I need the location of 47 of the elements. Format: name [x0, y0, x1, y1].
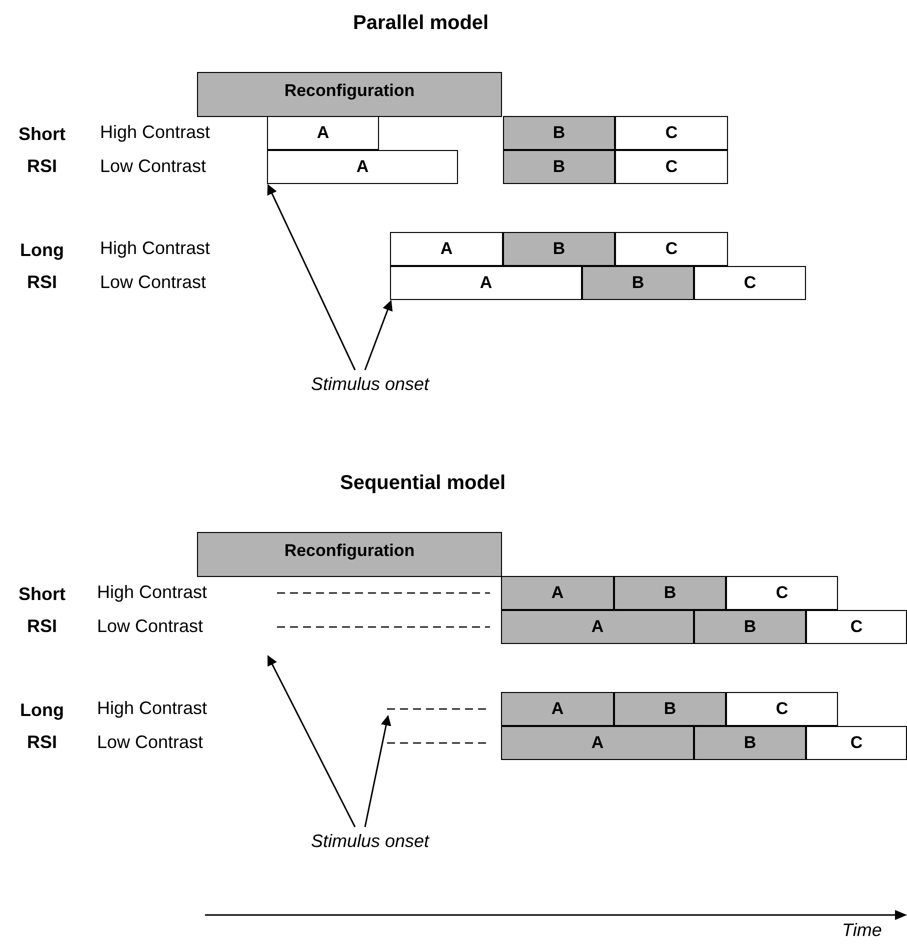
section-heading: Sequential model — [340, 472, 506, 495]
stage-bar: C — [726, 692, 838, 726]
stage-bar: A — [501, 726, 694, 760]
stage-bar: C — [615, 232, 728, 266]
stage-bar: C — [615, 150, 728, 184]
stage-bar: B — [694, 726, 806, 760]
leader-arrow — [364, 714, 392, 828]
row-group-label: Long RSI — [19, 699, 65, 754]
row-label: High Contrast — [97, 582, 208, 603]
annotation-text: Stimulus onset — [300, 370, 440, 398]
axis-label: Time — [842, 920, 882, 941]
stage-bar: C — [615, 116, 728, 150]
row-group-label: Long RSI — [19, 239, 65, 294]
stage-bar: C — [806, 726, 907, 760]
section-heading: Parallel model — [353, 12, 489, 35]
stage-bar: A — [390, 266, 582, 300]
stage-bar: A — [501, 576, 614, 610]
row-group-label: Short RSI — [18, 583, 66, 638]
row-label: High Contrast — [97, 698, 208, 719]
leader-arrow — [267, 184, 356, 370]
leader-arrow — [364, 300, 393, 370]
stage-bar: B — [614, 692, 726, 726]
phase-bar: Reconfiguration — [197, 532, 502, 577]
stage-bar: A — [501, 692, 614, 726]
stage-bar: B — [503, 116, 615, 150]
stage-bar: A — [267, 150, 458, 184]
stage-bar: B — [614, 576, 726, 610]
row-label: High Contrast — [100, 238, 210, 259]
stage-bar: A — [390, 232, 503, 266]
row-label: High Contrast — [100, 122, 210, 143]
stage-bar: B — [694, 610, 806, 644]
row-group-label: Short RSI — [18, 123, 66, 178]
annotation-text: Stimulus onset — [300, 827, 440, 855]
stage-bar: B — [503, 150, 615, 184]
phase-bar: Reconfiguration — [197, 72, 502, 117]
row-label: Low Contrast — [100, 156, 206, 177]
row-label: Low Contrast — [97, 616, 204, 637]
stage-bar: B — [503, 232, 615, 266]
stage-bar: C — [726, 576, 838, 610]
leader-arrow — [267, 655, 356, 828]
stage-bar: A — [501, 610, 694, 644]
stage-bar: C — [806, 610, 907, 644]
row-label: Low Contrast — [100, 272, 206, 293]
row-label: Low Contrast — [97, 732, 204, 753]
stage-bar: C — [694, 266, 806, 300]
stage-bar: B — [582, 266, 694, 300]
stage-bar: A — [267, 116, 379, 150]
